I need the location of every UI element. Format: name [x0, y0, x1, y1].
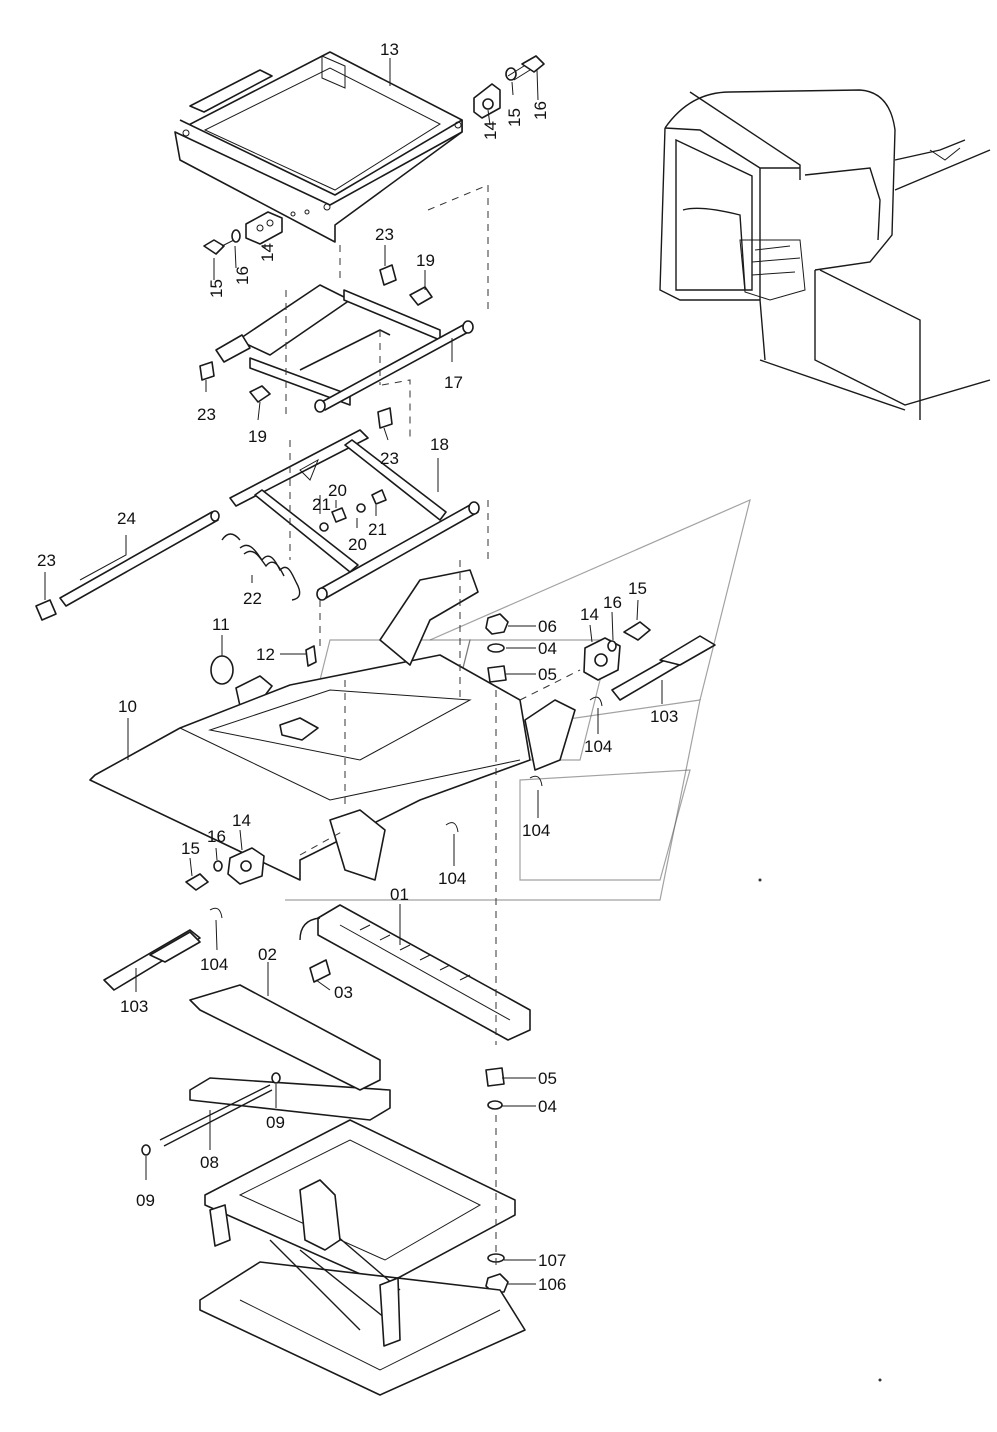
callout-label: 23 — [37, 551, 56, 570]
upper-linkage-assembly — [199, 264, 474, 429]
callout-label: 15 — [505, 108, 524, 127]
bracket-and-bolt-group-top — [203, 55, 545, 255]
callout-label: 103 — [120, 997, 148, 1016]
assembly-guide-lines — [285, 184, 581, 1270]
callout-label: 14 — [258, 243, 277, 262]
callout-label: 22 — [243, 589, 262, 608]
callout-label: 14 — [481, 121, 500, 140]
callout-label: 08 — [200, 1153, 219, 1172]
callout-label: 04 — [538, 639, 557, 658]
callout-label: 09 — [266, 1113, 285, 1132]
callout-label: 16 — [207, 827, 226, 846]
callout-label: 104 — [584, 737, 612, 756]
callout-labels: 13 14 15 16 14 15 16 23 19 17 23 19 23 1… — [37, 40, 678, 1294]
callout-label: 13 — [380, 40, 399, 59]
callout-label: 15 — [628, 579, 647, 598]
callout-label: 24 — [117, 509, 136, 528]
callout-label: 20 — [348, 535, 367, 554]
callout-label: 21 — [312, 495, 331, 514]
callout-label: 19 — [248, 427, 267, 446]
suspension-base — [199, 1119, 526, 1396]
callout-label: 11 — [212, 615, 230, 634]
callout-label: 19 — [416, 251, 435, 270]
callout-label: 104 — [438, 869, 466, 888]
callout-label: 10 — [118, 697, 137, 716]
callout-label: 16 — [531, 101, 550, 120]
bottom-hardware — [141, 1067, 509, 1293]
callout-label: 01 — [390, 885, 409, 904]
callout-label: 23 — [380, 449, 399, 468]
cab-reference-illustration — [659, 89, 991, 420]
rod-spring-group — [35, 510, 317, 707]
callout-label: 104 — [200, 955, 228, 974]
callout-label: 21 — [368, 520, 387, 539]
callout-label: 107 — [538, 1251, 566, 1270]
seat-top-frame — [174, 51, 463, 243]
callout-label: 14 — [580, 605, 599, 624]
right-side-hardware — [445, 613, 716, 833]
left-side-hardware — [103, 847, 265, 991]
callout-label: 15 — [181, 839, 200, 858]
leader-lines — [44, 58, 663, 1285]
callout-label: 06 — [538, 617, 557, 636]
reference-dot — [878, 1378, 882, 1382]
callout-label: 104 — [522, 821, 550, 840]
callout-label: 17 — [444, 373, 463, 392]
callout-label: 02 — [258, 945, 277, 964]
callout-label: 09 — [136, 1191, 155, 1210]
callout-label: 18 — [430, 435, 449, 454]
reference-dot — [758, 878, 762, 882]
main-base-frame — [89, 569, 576, 881]
callout-label: 20 — [328, 481, 347, 500]
slide-rails — [189, 904, 531, 1121]
callout-label: 03 — [334, 983, 353, 1002]
callout-label: 05 — [538, 665, 557, 684]
callout-label: 15 — [207, 279, 226, 298]
callout-label: 106 — [538, 1275, 566, 1294]
callout-label: 14 — [232, 811, 251, 830]
callout-label: 23 — [375, 225, 394, 244]
callout-label: 16 — [603, 593, 622, 612]
callout-label: 16 — [233, 266, 252, 285]
callout-label: 103 — [650, 707, 678, 726]
callout-label: 05 — [538, 1069, 557, 1088]
callout-label: 12 — [256, 645, 275, 664]
scissor-linkage — [229, 429, 480, 601]
callout-label: 23 — [197, 405, 216, 424]
callout-label: 04 — [538, 1097, 557, 1116]
